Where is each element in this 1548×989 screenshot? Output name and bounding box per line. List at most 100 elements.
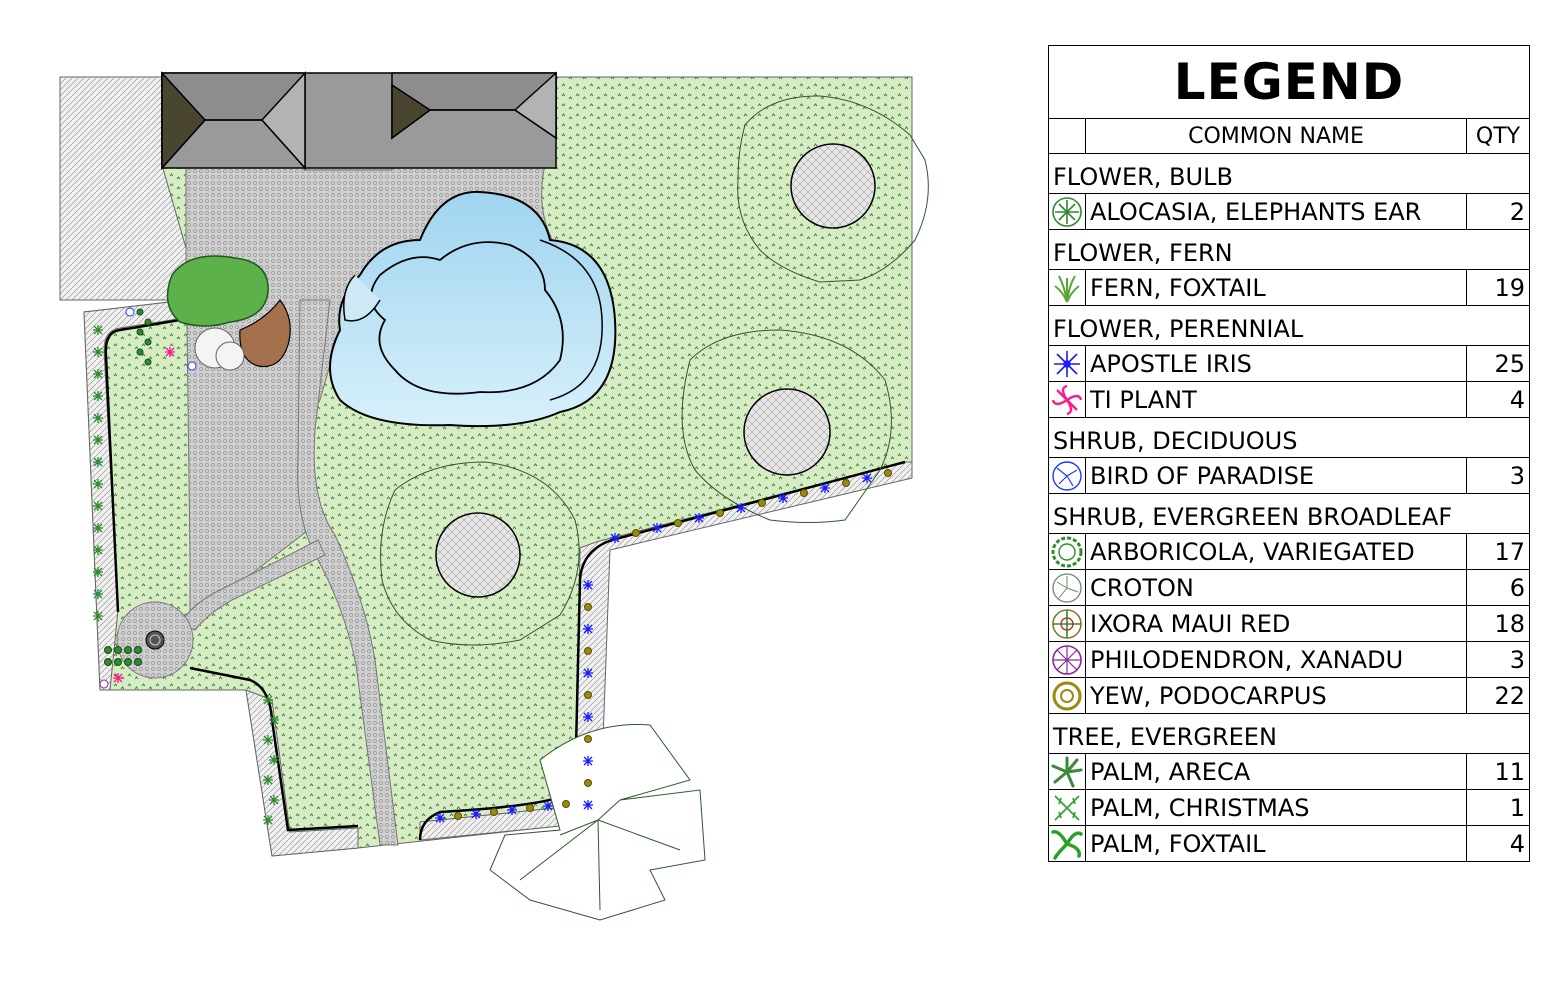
alocasia-icon (1049, 194, 1086, 229)
podocarpus-marker (526, 804, 534, 812)
mulch-bed (239, 298, 291, 368)
house-roof (161, 71, 557, 170)
iris-marker (583, 712, 593, 722)
iris-marker (820, 483, 830, 493)
tree-canopy-1 (737, 95, 929, 283)
iris-marker (471, 809, 481, 819)
lawn-edge-line (104, 252, 302, 613)
christmas-palm-icon (1049, 790, 1086, 825)
legend-qty-header: QTY (1475, 123, 1521, 149)
croton-cluster-2 (215, 341, 245, 371)
legend-plant-name: ARBORICOLA, VARIEGATED (1086, 534, 1467, 569)
legend-category: FLOWER, BULB (1049, 154, 1529, 194)
legend-plant-qty: 18 (1494, 609, 1525, 638)
iris-marker (862, 473, 872, 483)
arboricola-marker (124, 646, 132, 654)
palm-marker (93, 435, 103, 445)
iris-icon (1049, 346, 1086, 381)
fern-icon (1049, 270, 1086, 305)
podocarpus-marker (842, 479, 850, 487)
palm-marker (93, 325, 103, 335)
arboricola-marker (124, 658, 132, 666)
legend-plant-qty: 1 (1509, 793, 1525, 822)
bird-of-paradise-marker (187, 361, 197, 371)
philodendron-marker (99, 679, 109, 689)
podocarpus-marker (800, 489, 808, 497)
legend-common-name-header: COMMON NAME (1086, 119, 1467, 153)
palm-marker (269, 715, 279, 725)
palm-marker (263, 815, 273, 825)
legend-row: PALM, CHRISTMAS 1 (1049, 790, 1529, 826)
legend-plant-name: CROTON (1086, 570, 1467, 605)
iris-marker (507, 805, 517, 815)
palm-marker (263, 695, 273, 705)
palm-marker (93, 413, 103, 423)
palm-marker (93, 347, 103, 357)
legend-category: SHRUB, EVERGREEN BROADLEAF (1049, 494, 1529, 534)
palm-marker (93, 567, 103, 577)
palm-marker (263, 735, 273, 745)
iris-marker (778, 493, 788, 503)
palm-marker (93, 457, 103, 467)
podocarpus-icon (1049, 678, 1086, 713)
iris-marker (435, 813, 445, 823)
legend-symbol-header (1049, 119, 1086, 153)
arboricola-marker (144, 358, 152, 366)
legend-plant-name: FERN, FOXTAIL (1086, 270, 1467, 305)
podocarpus-marker (758, 499, 766, 507)
arboricola-marker (134, 646, 142, 654)
lawn-edge-line-right (418, 460, 906, 841)
iris-marker (652, 523, 662, 533)
podocarpus-marker (454, 812, 462, 820)
croton-icon (1049, 570, 1086, 605)
legend-plant-qty: 11 (1494, 757, 1525, 786)
legend-plant-name: PALM, CHRISTMAS (1086, 790, 1467, 825)
legend-category: FLOWER, FERN (1049, 230, 1529, 270)
garden-path-curve (179, 539, 326, 631)
iris-marker (610, 533, 620, 543)
podocarpus-marker (584, 647, 592, 655)
foxtail-palm-icon (1049, 826, 1086, 861)
arboricola-marker (144, 338, 152, 346)
philodendron-icon (1049, 642, 1086, 677)
koi-pond (166, 255, 269, 327)
legend-plant-name: APOSTLE IRIS (1086, 346, 1467, 381)
fountain (145, 630, 165, 650)
iris-marker (583, 624, 593, 634)
podocarpus-marker (584, 603, 592, 611)
arboricola-marker (136, 308, 144, 316)
arboricola-marker (136, 328, 144, 336)
legend-plant-name: PHILODENDRON, XANADU (1086, 642, 1467, 677)
podocarpus-marker (584, 779, 592, 787)
palm-marker (93, 611, 103, 621)
ti-plant-marker (165, 347, 175, 357)
iris-marker (583, 756, 593, 766)
palm-marker (93, 391, 103, 401)
podocarpus-marker (632, 529, 640, 537)
tree-canopy-2 (681, 329, 892, 523)
iris-marker (736, 503, 746, 513)
fountain-ring (149, 634, 161, 646)
bird-of-paradise-marker (125, 307, 135, 317)
iris-marker (583, 580, 593, 590)
arboricola-marker (104, 658, 112, 666)
ti-plant-icon (1049, 382, 1086, 417)
podocarpus-marker (584, 691, 592, 699)
legend-plant-qty: 3 (1509, 461, 1525, 490)
legend-plant-qty: 2 (1509, 197, 1525, 226)
iris-marker (583, 800, 593, 810)
podocarpus-marker (674, 519, 682, 527)
legend-category: SHRUB, DECIDUOUS (1049, 418, 1529, 458)
bird-of-paradise-icon (1049, 458, 1086, 493)
podocarpus-marker (716, 509, 724, 517)
palm-marker (263, 775, 273, 785)
legend-plant-name: TI PLANT (1086, 382, 1467, 417)
arboricola-marker (136, 348, 144, 356)
